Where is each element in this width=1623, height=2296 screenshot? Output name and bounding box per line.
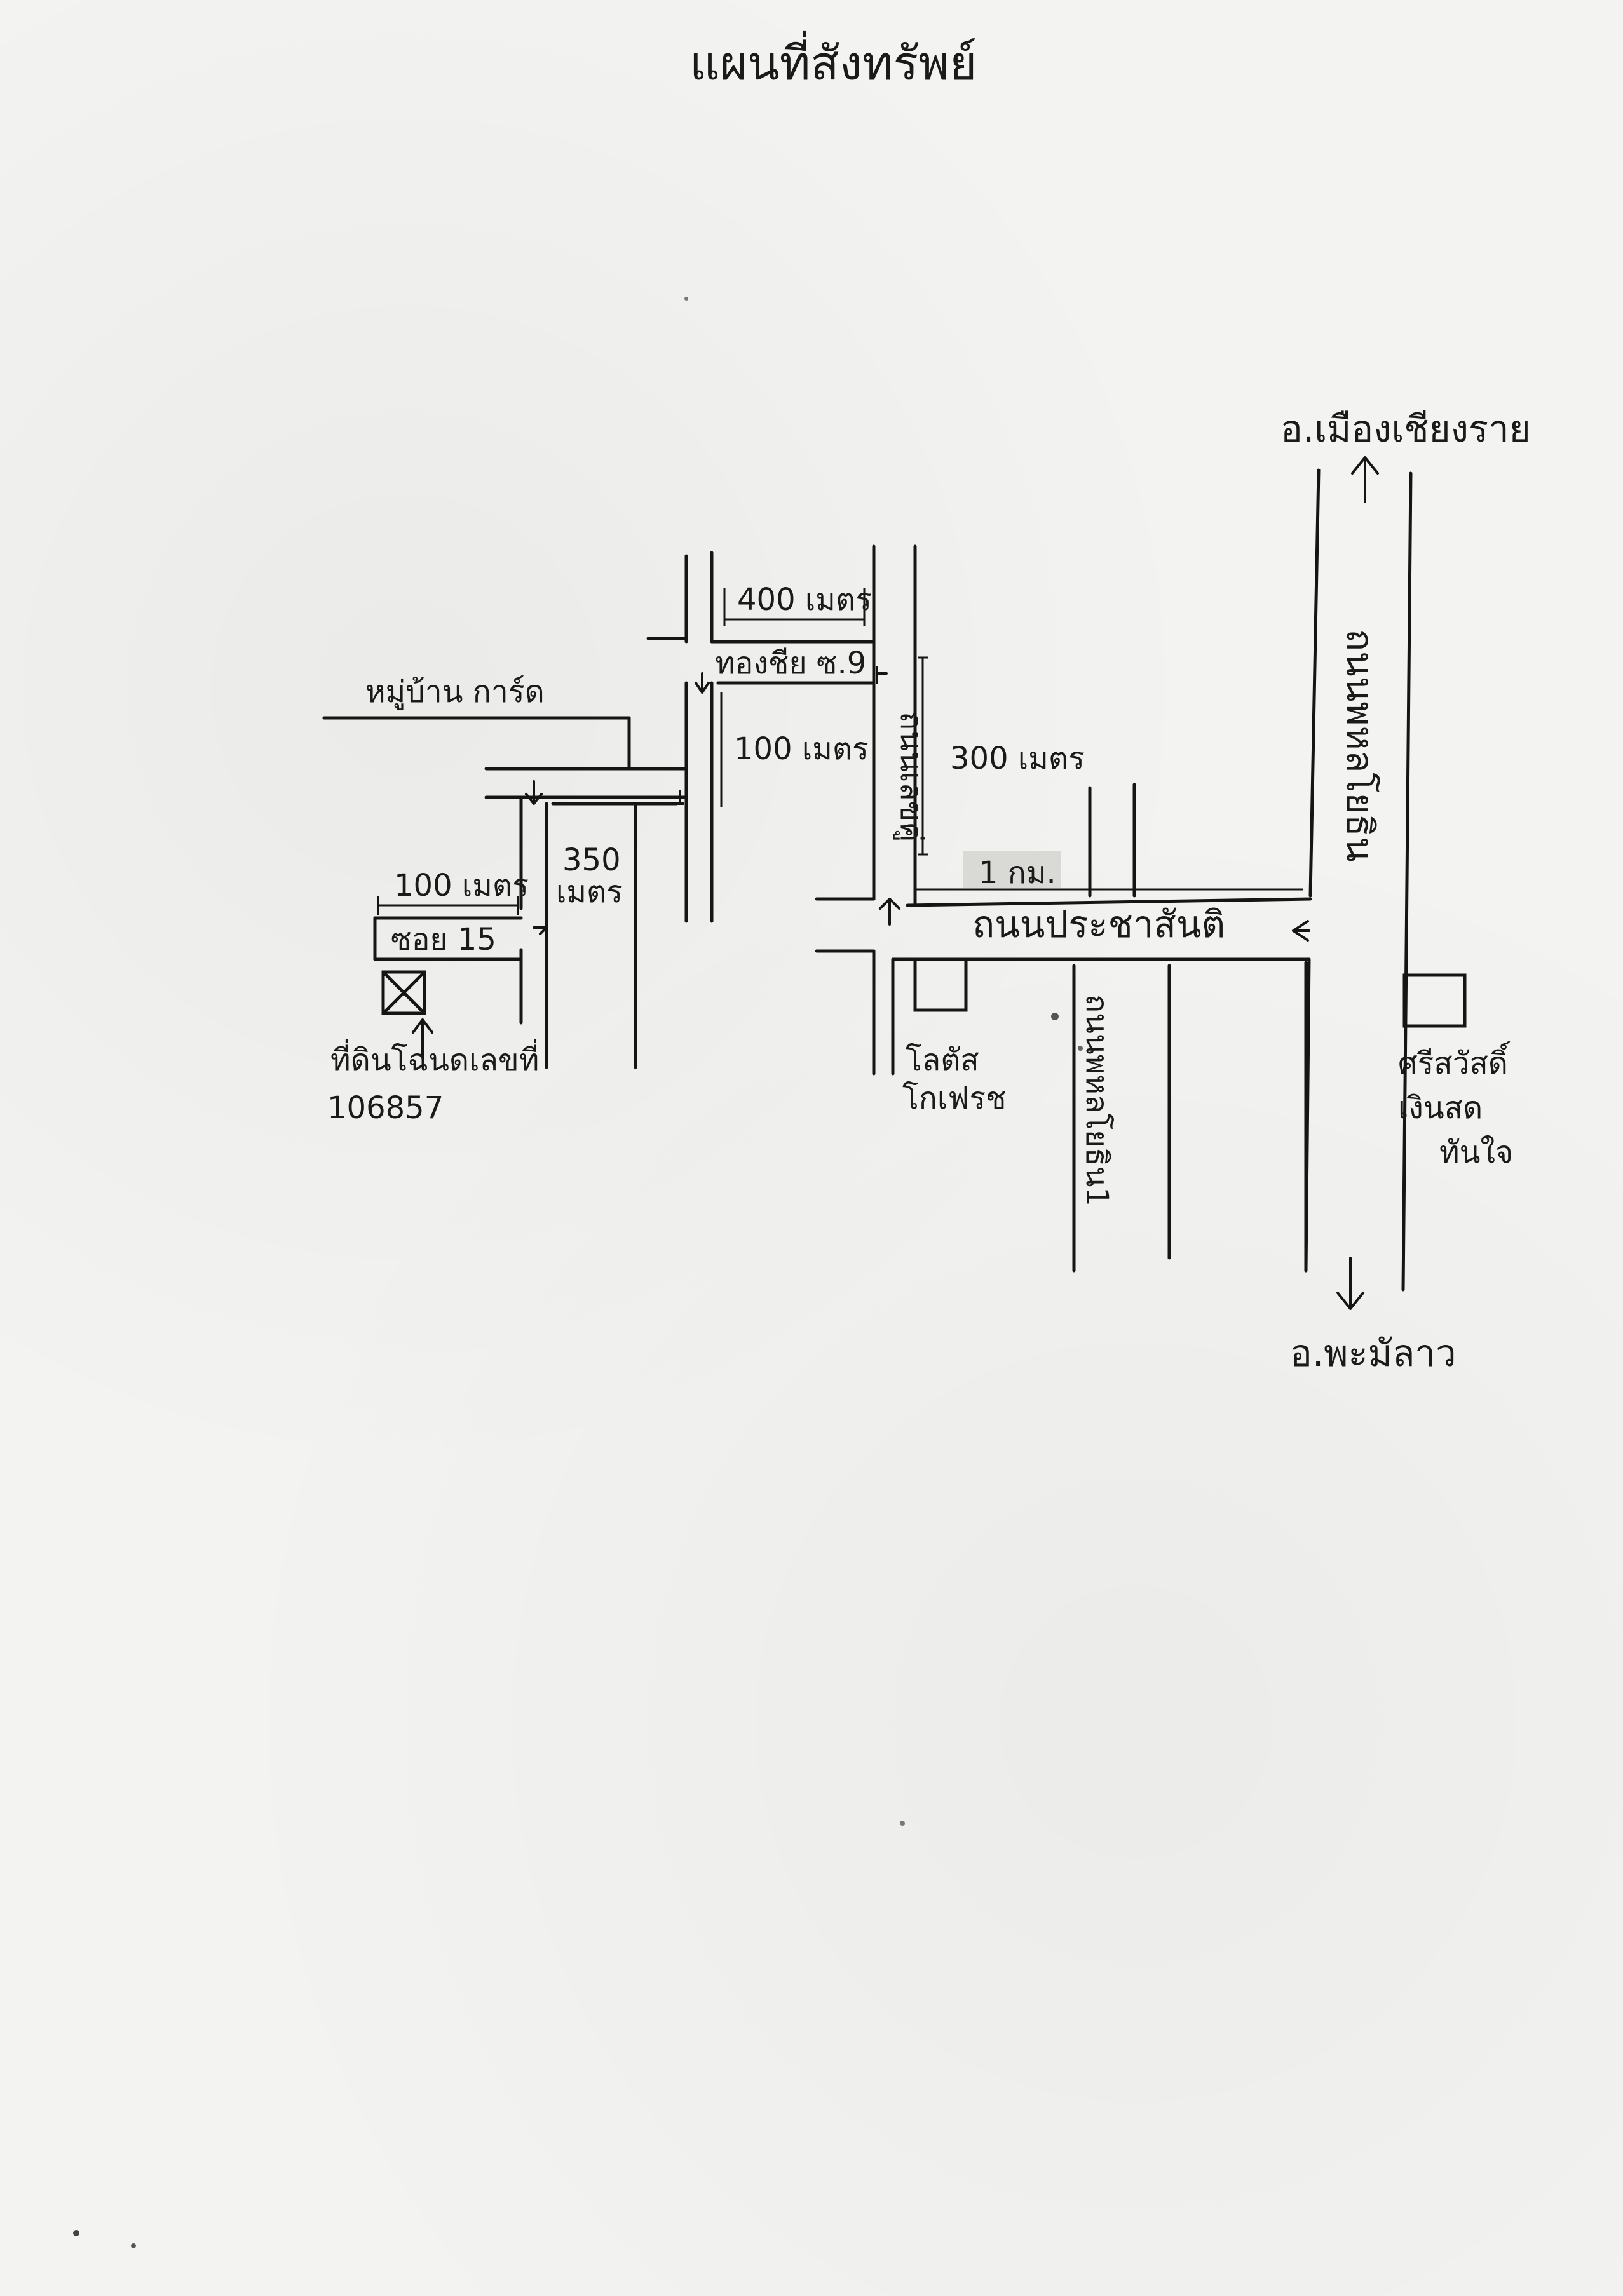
lane-9-road xyxy=(646,551,876,923)
store-right-name-line1: ศรีสวัสดิ์ xyxy=(1398,1041,1511,1081)
square-icon-store-left xyxy=(913,957,968,1012)
stub-roads xyxy=(1088,783,1136,898)
south-destination-label: อ.พะมัลาว xyxy=(1290,1332,1457,1375)
arrow-turn-left-icon xyxy=(1292,920,1310,942)
main-highway-road xyxy=(1304,468,1413,1292)
store-right-name-line3: ทันใจ xyxy=(1439,1135,1513,1170)
distance-100m-upper-label: 100 เมตร xyxy=(734,731,869,767)
arrow-village-icon xyxy=(669,790,684,805)
land-plot-title: ที่ดินโฉนดเลขที่ xyxy=(330,1039,539,1078)
main-highway-label: ถนนพหลโยธิน xyxy=(1338,629,1382,862)
arrow-up-icon xyxy=(879,898,900,926)
crossed-box-icon xyxy=(381,970,426,1015)
store-left-name-line1: โลตัส xyxy=(906,1043,979,1078)
arrow-south-icon xyxy=(1336,1257,1364,1310)
distance-1km-dimension xyxy=(915,851,1303,891)
north-destination-label: อ.เมืองเชียงราย xyxy=(1280,407,1531,450)
map-title: แผนที่สังทรัพย์ xyxy=(689,30,977,91)
lane-350m-road xyxy=(519,795,637,1069)
land-plot-number: 106857 xyxy=(327,1090,444,1126)
paper-specks xyxy=(73,297,1083,2248)
store-left-name-line2: โกเฟรช xyxy=(902,1081,1007,1116)
branch-vertical-road xyxy=(1072,961,1308,1273)
square-icon-store-right xyxy=(1402,973,1467,1028)
store-right-name-line2: เงินสด xyxy=(1398,1090,1483,1126)
distance-300m-label: 300 เมตร xyxy=(950,741,1085,776)
arrow-plot-icon xyxy=(412,1018,433,1059)
distance-100m-lower-dimension xyxy=(377,896,519,915)
soi-15-label: ซอย 15 xyxy=(391,922,496,957)
secondary-vertical-road xyxy=(872,544,917,1076)
village-road xyxy=(322,716,688,806)
distance-300m-dimension xyxy=(918,656,928,856)
branch-road-label: ถนนพหลโยธิน1 xyxy=(1079,994,1115,1206)
lane-9-label: ทองชีย ซ.9 xyxy=(715,645,866,681)
distance-400m-dimension xyxy=(723,588,866,626)
soi-15-road xyxy=(373,916,523,961)
arrow-left-lane9-icon xyxy=(695,666,888,694)
prachasan-road-label: ถนนประชาสันติ xyxy=(972,903,1225,946)
village-label: หมู่บ้าน การ์ด xyxy=(365,674,545,710)
distance-400m-label: 400 เมตร xyxy=(737,582,872,618)
arrow-350m-icon xyxy=(525,780,548,935)
distance-100m-lower-label: 100 เมตร xyxy=(394,868,529,903)
distance-1km-label: 1 กม. xyxy=(979,855,1056,891)
distance-350m-unit: เมตร xyxy=(556,874,623,910)
distance-350m-number: 350 xyxy=(562,842,621,878)
arrow-north-icon xyxy=(1351,456,1379,503)
